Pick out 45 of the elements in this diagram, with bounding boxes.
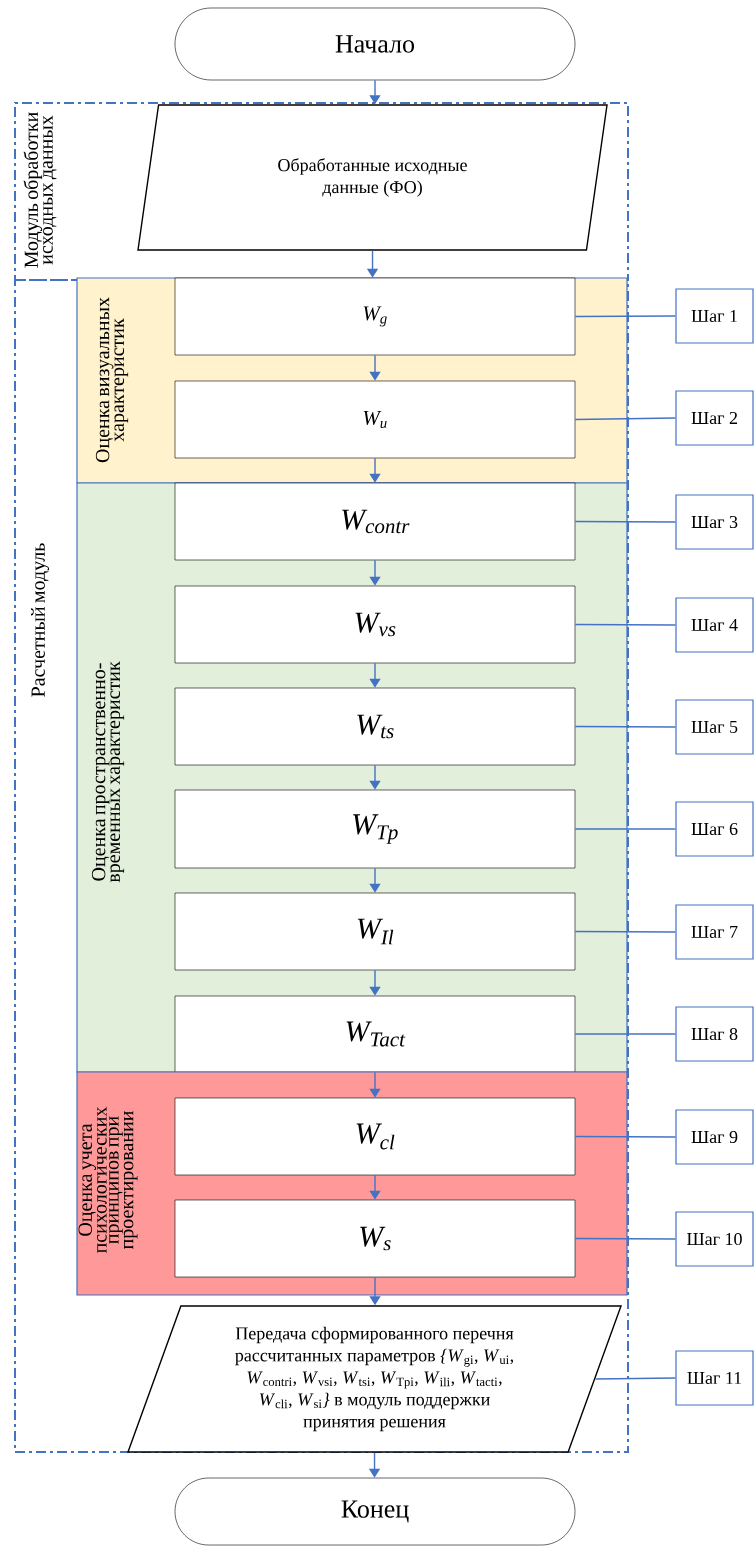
step-box: Шаг 7 <box>675 904 754 960</box>
step-box: Шаг 3 <box>675 494 754 550</box>
leader-line <box>574 623 677 626</box>
terminal-box: Начало <box>174 7 576 81</box>
step-box: Шаг 5 <box>675 699 754 755</box>
leader-line <box>594 1377 677 1380</box>
leader-line <box>574 315 677 318</box>
process-box: W$_{ts}$ <box>174 687 576 766</box>
terminal-box: Конец <box>174 1477 576 1546</box>
leader-line <box>574 520 677 523</box>
step-box: Шаг 9 <box>675 1109 754 1165</box>
leader-line <box>574 1135 677 1138</box>
step-box: Шаг 8 <box>675 1006 754 1062</box>
process-box: W$_{s}$ <box>174 1199 576 1278</box>
arrow <box>369 662 381 688</box>
leader-line <box>574 417 677 421</box>
step-box: Шаг 1 <box>675 288 754 344</box>
data-parallelogram: Передача сформированного перечня рассчитанных параметров {W$_{gi}$, W$_{ui}$, W$_{contri}$, W$_{vsi}$, W$_{tsi}$, W$_{Tpi}$, W$_{ili}$, W$_{tacti}$, W$_{cli}$, W$_{si}$} в модуль поддержки принятия решения <box>127 1305 622 1453</box>
process-box: W$_{u}$ <box>174 380 576 459</box>
leader-line <box>574 1033 677 1035</box>
process-box: W$_{cl}$ <box>174 1097 576 1176</box>
step-box: Шаг 10 <box>675 1211 754 1267</box>
arrow <box>369 559 381 586</box>
arrow <box>369 764 381 790</box>
arrow <box>369 354 381 381</box>
leader-line <box>574 930 677 933</box>
process-box: W$_{Tp}$ <box>174 789 576 869</box>
data-parallelogram: Обработанные исходные данные (ФО) <box>137 104 608 251</box>
step-box: Шаг 6 <box>675 801 754 857</box>
process-box: W$_{contr}$ <box>174 482 576 561</box>
process-box: W$_{g}$ <box>174 277 576 356</box>
step-box: Шаг 11 <box>675 1350 754 1406</box>
arrow <box>369 867 381 893</box>
step-box: Шаг 2 <box>675 390 754 446</box>
step-box: Шаг 4 <box>675 597 754 653</box>
arrow <box>369 969 381 996</box>
leader-line <box>574 828 677 830</box>
leader-line <box>574 725 677 728</box>
arrow <box>369 457 381 483</box>
arrow <box>369 1174 381 1200</box>
process-box: W$_{vs}$ <box>174 585 576 664</box>
process-box: W$_{Il}$ <box>174 892 576 971</box>
process-box: W$_{Tact}$ <box>174 995 576 1073</box>
arrow <box>369 1071 381 1098</box>
leader-line <box>574 1237 677 1240</box>
